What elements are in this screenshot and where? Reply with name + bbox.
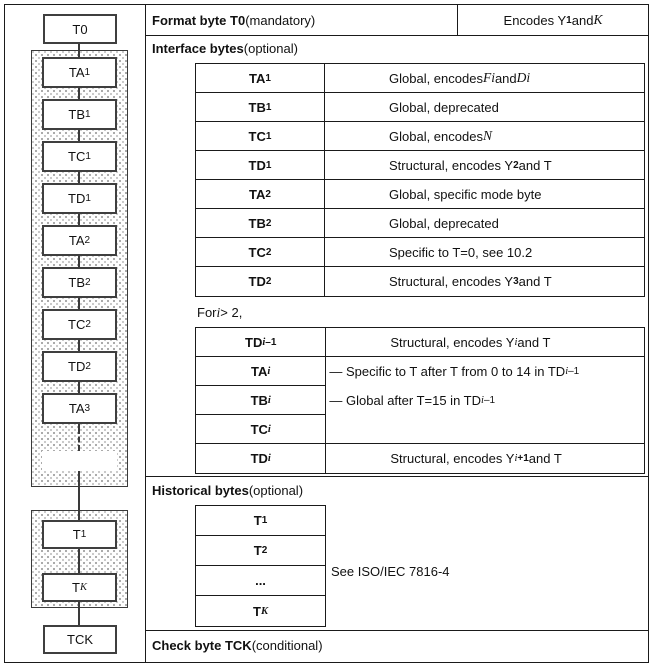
byte-desc-cell: Global, deprecated	[389, 99, 499, 115]
panel-divider	[145, 4, 147, 663]
byte-desc-cell: Global, encodes Fi and Di	[389, 70, 531, 86]
historical-note: See ISO/IEC 7816-4	[331, 563, 450, 579]
continuation-gap	[42, 451, 117, 471]
merged-desc-cell: — Specific to T after T from 0 to 14 in …	[326, 357, 644, 444]
connector-line	[78, 549, 80, 573]
section-rule	[145, 630, 649, 632]
format-byte-row-label: Format byte T0 (mandatory)	[152, 12, 316, 28]
diagram-box-t0: T0	[43, 14, 117, 44]
connector-line	[78, 602, 80, 625]
check-byte-row-label: Check byte TCK (conditional)	[152, 638, 323, 653]
section-rule	[145, 35, 649, 37]
section-rule	[145, 476, 649, 478]
historical-byte-cell: ...	[196, 566, 325, 596]
format-row-divider	[457, 4, 459, 36]
byte-desc-cell: Global, specific mode byte	[389, 186, 542, 202]
byte-desc-cell: Global, deprecated	[389, 215, 499, 231]
figure-frame	[4, 4, 649, 663]
dashed-connector	[78, 428, 80, 451]
diagram-box-tck: TCK	[43, 625, 117, 654]
note-specific: — Specific to T after T from 0 to 14 in …	[329, 364, 580, 379]
for-i-note: For i > 2,	[197, 304, 243, 321]
interface-bytes-header: Interface bytes (optional)	[152, 41, 298, 56]
byte-desc-cell: Specific to T=0, see 10.2	[389, 244, 533, 260]
historical-bytes-header: Historical bytes (optional)	[152, 482, 304, 498]
byte-desc-cell: Global, encodes N	[389, 128, 492, 144]
connector-line	[78, 471, 80, 520]
